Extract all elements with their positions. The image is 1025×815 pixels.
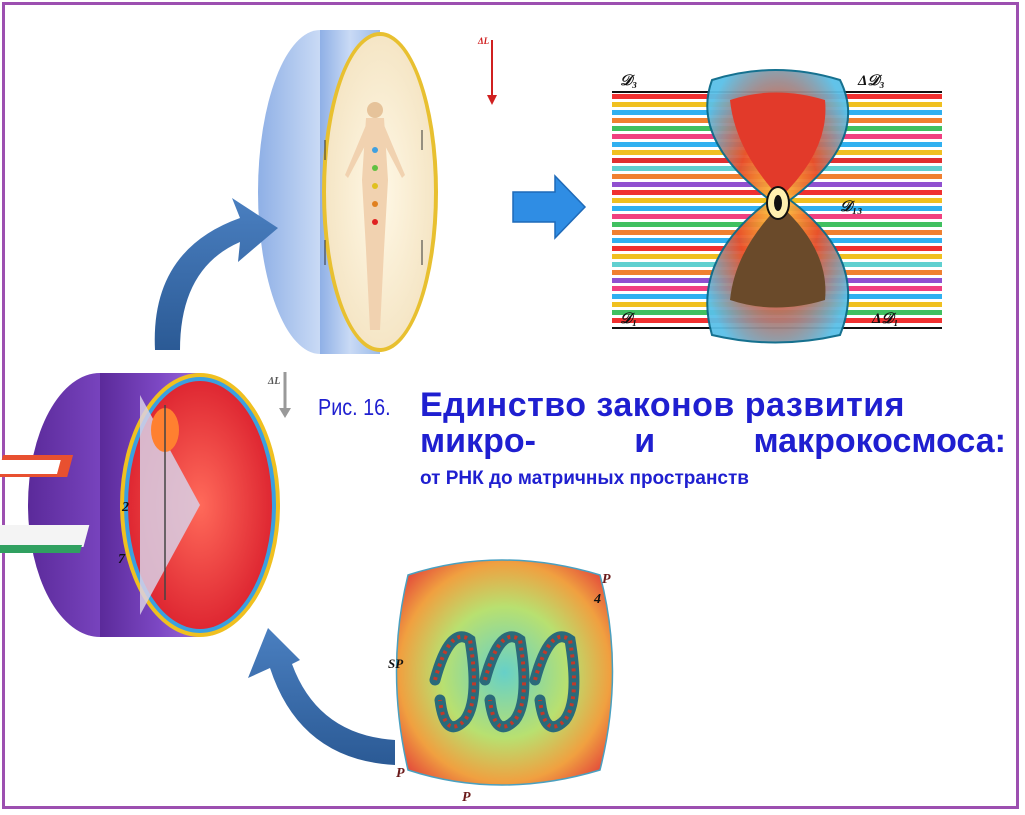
rna-helix-cube-diagram [397, 560, 613, 785]
label-delta-l1: Δ𝒟₁ [872, 310, 899, 328]
caption-word-micro: микро- [420, 422, 536, 461]
right-arrow [513, 176, 585, 238]
caption-figure-number: Рис. 16. [318, 394, 391, 421]
label-delta-l-top: ΔL [478, 36, 489, 46]
label-l1: 𝒟₁ [620, 310, 637, 328]
label-l3: 𝒟₃ [620, 72, 637, 90]
label-delta-l3: Δ𝒟₃ [858, 72, 885, 90]
caption-word-and: и [634, 422, 655, 461]
caption-word-macro: макрокосмоса: [753, 422, 1006, 461]
label-sp: SP [388, 656, 403, 672]
caption-title-line2: микро- и макрокосмоса: [420, 422, 1006, 461]
caption-subtitle: от РНК до матричных пространств [420, 468, 749, 490]
label-num-4: 4 [594, 592, 601, 608]
curved-arrow-up [155, 198, 278, 350]
label-p-left: P [396, 766, 405, 782]
label-num-7: 7 [118, 552, 125, 568]
label-p-right: P [602, 572, 611, 588]
curved-arrow-left [248, 628, 395, 765]
label-num-2: 2 [122, 500, 129, 516]
label-p-bottom: P [462, 790, 471, 806]
human-ring-diagram [258, 30, 497, 354]
caption-title-line1: Единство законов развития [420, 386, 905, 425]
striped-hourglass-diagram [612, 70, 942, 343]
label-l13: 𝒟₁₃ [840, 198, 862, 216]
label-delta-l-left: ΔL [268, 376, 280, 387]
cell-disc-diagram [0, 372, 291, 637]
